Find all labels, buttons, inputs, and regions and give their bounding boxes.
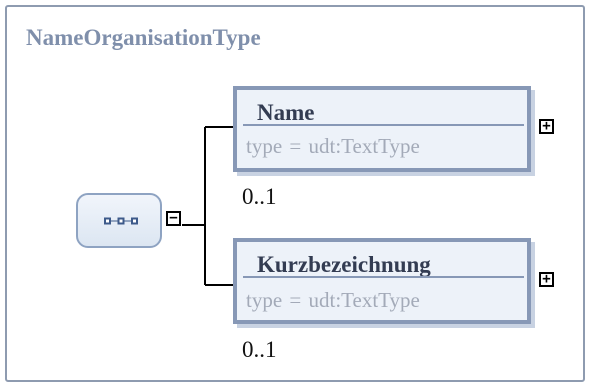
element-kurzbezeichnung-label: Kurzbezeichnung [257,252,431,277]
complex-type-title: NameOrganisationType [26,25,261,50]
sequence-collapse-toggle[interactable]: − [166,211,181,226]
sequence-compositor-icon [104,217,138,225]
element-kurzbezeichnung-divider [243,276,524,278]
element-name-label: Name [257,100,315,125]
element-kurzbezeichnung-cardinality: 0..1 [242,337,277,362]
element-kurzbezeichnung-expand-toggle[interactable]: + [539,272,554,287]
element-name-type: type = udt:TextType [246,134,420,158]
sequence-compositor[interactable] [76,193,162,248]
element-name-divider [243,124,524,126]
element-kurzbezeichnung-type: type = udt:TextType [246,288,420,312]
element-kurzbezeichnung-box[interactable]: Kurzbezeichnung type = udt:TextType [233,238,531,324]
element-name-cardinality: 0..1 [242,184,277,209]
element-name-expand-toggle[interactable]: + [539,119,554,134]
element-name-box[interactable]: Name type = udt:TextType [233,86,531,172]
